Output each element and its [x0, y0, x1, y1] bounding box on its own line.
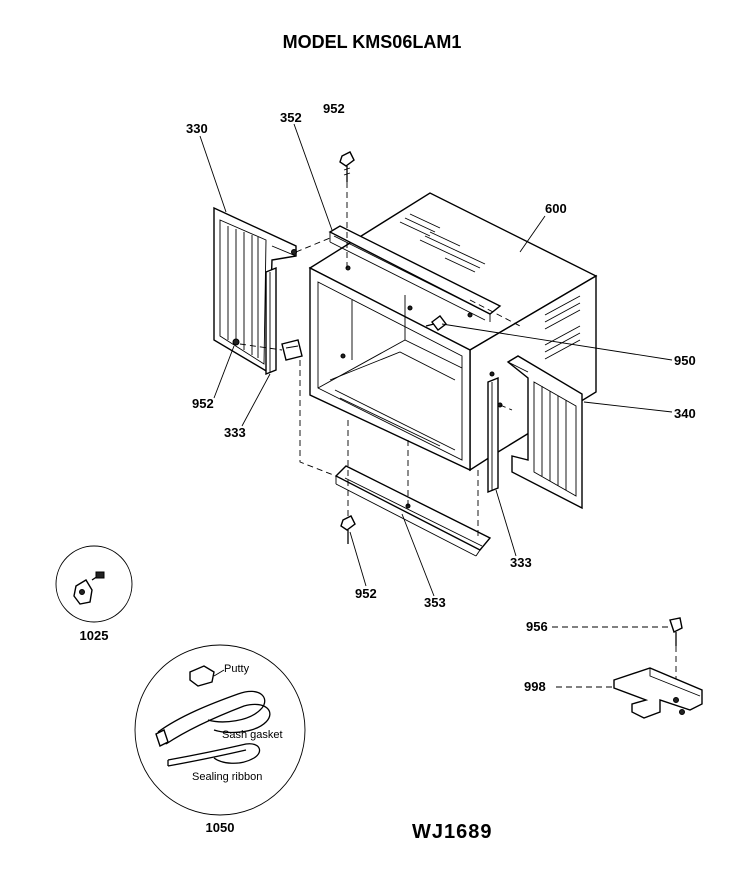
label-600: 600: [545, 201, 567, 216]
label-952-top: 952: [323, 101, 345, 116]
label-950: 950: [674, 353, 696, 368]
assembly-lines: [239, 182, 521, 540]
label-1050: 1050: [206, 820, 235, 835]
leader-lines: [199, 123, 673, 597]
detail-1025: 1025: [55, 545, 133, 643]
label-952-bottom: 952: [355, 586, 377, 601]
label-998: 998: [524, 679, 546, 694]
detail-998-bracket: 956 998: [524, 617, 703, 719]
model-title: MODEL KMS06LAM1: [283, 32, 462, 52]
sealing-ribbon: [167, 743, 261, 764]
right-curtain-340: [506, 355, 583, 510]
label-1025: 1025: [80, 628, 109, 643]
left-channel-333: [265, 266, 303, 376]
label-952-left: 952: [192, 396, 214, 411]
screw-950: [425, 315, 447, 331]
drawing-code: WJ1689: [412, 821, 493, 843]
label-956: 956: [526, 619, 548, 634]
screw-956: [669, 617, 683, 633]
top-louvers: [399, 213, 486, 273]
sealing-ribbon-label: Sealing ribbon: [192, 771, 262, 783]
label-353: 353: [424, 595, 446, 610]
sash-gasket-label: Sash gasket: [222, 729, 283, 741]
top-rail-352: [328, 225, 502, 322]
putty-block: [189, 665, 215, 687]
label-352: 352: [280, 110, 302, 125]
right-channel-333: [487, 371, 503, 494]
bottom-rail-353: [334, 465, 492, 557]
putty-label: Putty: [224, 663, 250, 675]
sash-gasket: [157, 690, 266, 733]
detail-1050-kit: Putty Sash gasket Sealing ribbon 1050: [134, 644, 306, 835]
screw-952-bottom: [340, 515, 356, 544]
label-333-right: 333: [510, 555, 532, 570]
screw-952-left: [232, 338, 240, 346]
screw-952-top: [339, 151, 355, 182]
label-333-left: 333: [224, 425, 246, 440]
label-330: 330: [186, 121, 208, 136]
label-340: 340: [674, 406, 696, 421]
